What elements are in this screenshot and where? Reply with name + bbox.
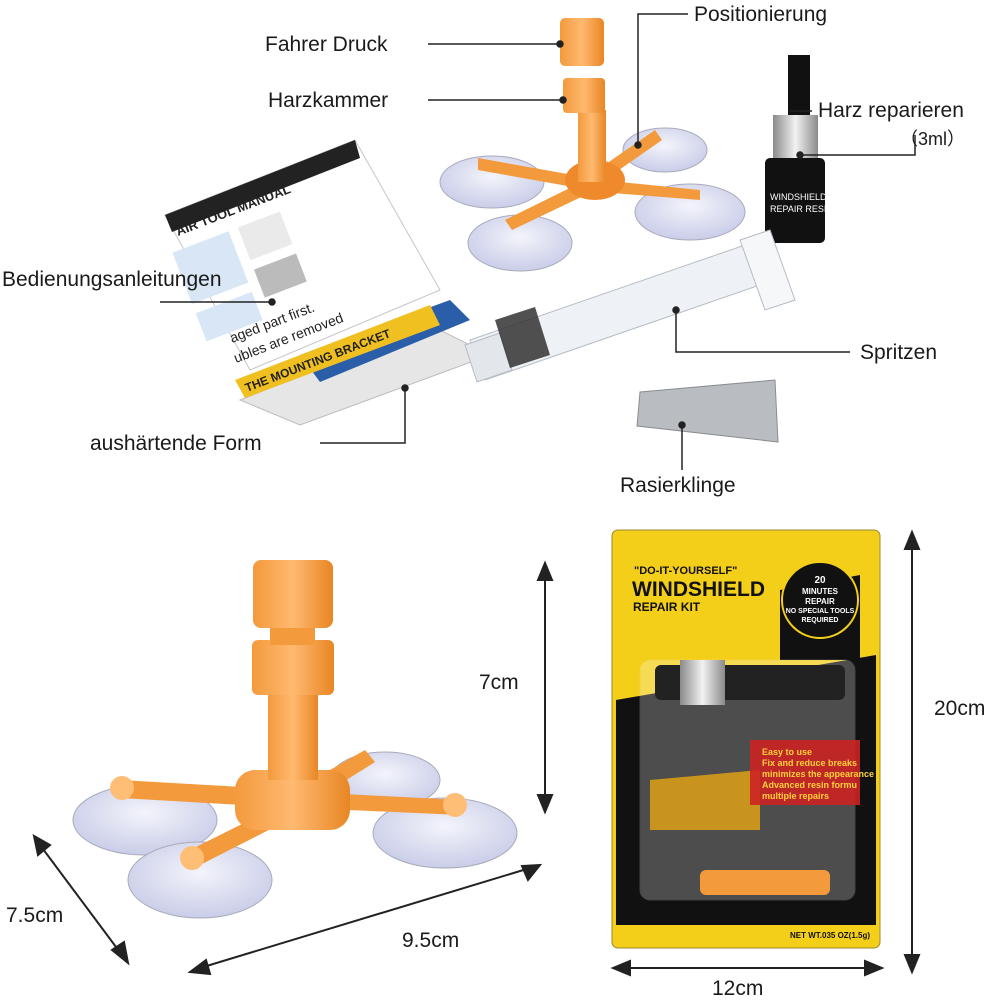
blister-package <box>611 529 881 949</box>
package-feature-5: multiple repairs <box>762 791 829 801</box>
label-razor: Rasierklinge <box>620 474 736 497</box>
package-weight: NET WT.035 OZ(1.5g) <box>790 931 870 940</box>
label-resin: Harz reparieren <box>818 99 964 122</box>
dimension-pack-width: 12cm <box>712 977 764 1000</box>
package-tagline: "DO-IT-YOURSELF" <box>634 565 737 577</box>
bridge-tool-top <box>439 18 746 272</box>
package-badge-4: NO SPECIAL TOOLS <box>786 608 855 615</box>
package-feature-2: Fix and reduce breaks <box>762 758 857 768</box>
label-resin-volume: （3ml） <box>900 129 966 149</box>
label-positioning: Positionierung <box>694 3 828 26</box>
resin-bottle <box>765 55 825 243</box>
label-curing-film: aushärtende Form <box>90 432 262 455</box>
label-resin-chamber: Harzkammer <box>268 89 389 112</box>
syringe <box>464 229 796 383</box>
package-title: WINDSHIELD <box>632 578 765 601</box>
label-syringe: Spritzen <box>860 341 938 364</box>
package-subtitle: REPAIR KIT <box>633 600 701 614</box>
dimension-tool-width: 9.5cm <box>402 929 460 952</box>
label-driver: Fahrer Druck <box>265 33 388 56</box>
resin-bottle-line-1: WINDSHIELD <box>770 192 827 202</box>
package-badge-5: REQUIRED <box>802 617 839 624</box>
dimension-tool-depth: 7.5cm <box>6 904 64 927</box>
dimension-tool-height: 7cm <box>479 671 519 694</box>
package-badge-1: 20 <box>814 575 826 586</box>
package-feature-4: Advanced resin formu <box>762 780 857 790</box>
manual-booklet <box>164 139 492 426</box>
package-badge-3: REPAIR <box>805 597 835 606</box>
resin-bottle-line-2: REPAIR RESIN <box>770 204 833 214</box>
dimension-pack-height: 20cm <box>934 697 986 720</box>
package-feature-3: minimizes the appearance <box>762 769 874 779</box>
package-feature-1: Easy to use <box>762 747 812 757</box>
label-manual: Bedienungsanleitungen <box>2 268 222 291</box>
bridge-tool-large <box>72 560 518 919</box>
package-badge-2: MINUTES <box>802 587 839 596</box>
dimension-arrows <box>32 529 921 977</box>
razor-blade <box>636 379 779 443</box>
callout-lines <box>160 13 916 470</box>
